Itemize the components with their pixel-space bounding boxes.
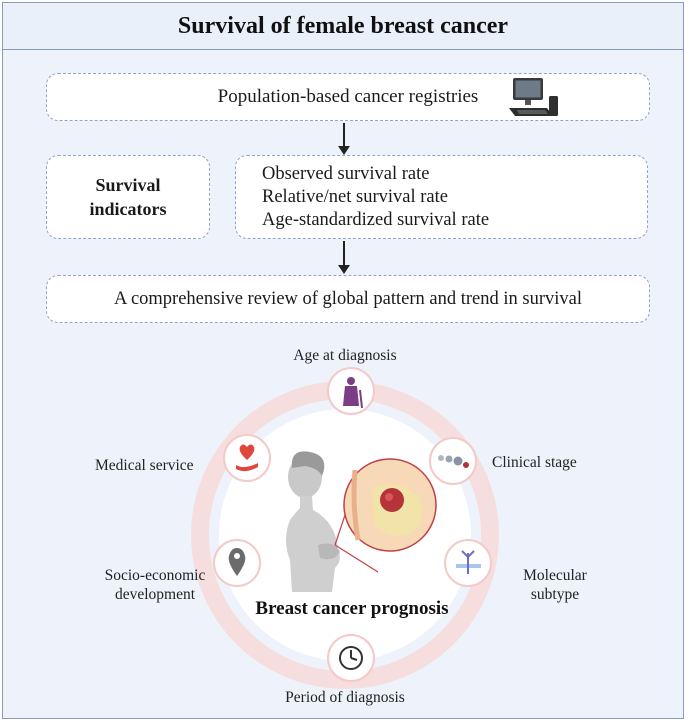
survival-indicators-box: Survival indicators <box>46 155 210 239</box>
woman-silhouette-icon <box>286 451 340 592</box>
survival-rates-box: Observed survival rate Relative/net surv… <box>235 155 648 239</box>
flow-arrow-1 <box>338 123 350 155</box>
breast-tissue-icon <box>343 458 437 552</box>
zoom-line-bottom <box>334 544 379 573</box>
clock-icon <box>327 634 375 682</box>
factor-label-clinical: Clinical stage <box>492 454 577 471</box>
survival-rate-item: Observed survival rate <box>262 163 430 184</box>
survival-indicators-line1: Survival <box>95 175 161 195</box>
tumor-stage-icon <box>429 437 477 485</box>
factor-label-molecular-line1: Molecular <box>523 567 587 584</box>
survival-indicators-line2: indicators <box>89 199 167 219</box>
factor-label-medical: Medical service <box>95 457 194 474</box>
computer-icon <box>509 78 558 116</box>
factor-label-period: Period of diagnosis <box>285 689 405 706</box>
heart-hand-icon <box>223 434 271 482</box>
factor-label-socio: Socio-economic development <box>90 566 220 604</box>
tumor-icon <box>380 488 404 512</box>
receptor-icon <box>444 539 492 587</box>
elderly-person-icon <box>327 367 375 415</box>
factor-label-socio-line2: development <box>114 586 196 603</box>
factor-label-socio-line1: Socio-economic <box>104 567 206 584</box>
factor-label-age: Age at diagnosis <box>293 347 397 364</box>
survival-rate-item: Age-standardized survival rate <box>262 209 490 230</box>
factor-label-molecular: Molecular subtype <box>500 566 610 604</box>
location-pin-icon <box>213 539 261 587</box>
review-box: A comprehensive review of global pattern… <box>46 275 650 323</box>
review-label: A comprehensive review of global pattern… <box>113 288 582 309</box>
survival-rates-list: Observed survival rate Relative/net surv… <box>262 163 489 232</box>
figure-title: Survival of female breast cancer <box>3 3 683 50</box>
survival-rate-item: Relative/net survival rate <box>262 186 448 207</box>
registries-label: Population-based cancer registries <box>217 86 479 107</box>
flow-arrow-2 <box>338 241 350 274</box>
prognosis-center-title: Breast cancer prognosis <box>255 598 449 619</box>
factor-label-molecular-line2: subtype <box>530 586 580 603</box>
